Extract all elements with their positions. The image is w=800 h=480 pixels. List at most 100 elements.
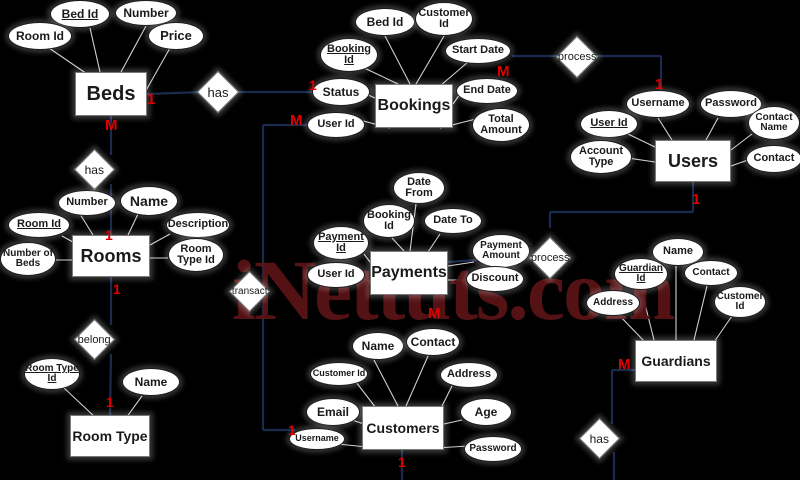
attribute-gd-name[interactable]: Name	[652, 238, 704, 266]
attribute-label: Username	[295, 433, 339, 444]
attribute-label: Email	[316, 404, 349, 419]
edge-l-us-accounttype	[627, 157, 656, 163]
attribute-pm-datefrom[interactable]: Date From	[393, 172, 445, 204]
entity-rooms[interactable]: Rooms	[72, 235, 150, 277]
entity-customers[interactable]: Customers	[362, 406, 444, 450]
attribute-label: Bed Id	[366, 14, 404, 29]
attribute-bk-bookingid[interactable]: Booking Id	[320, 38, 378, 72]
cardinality-c-roomtype-1: 1	[106, 394, 114, 410]
attribute-label: Password	[469, 442, 517, 454]
attribute-cs-age[interactable]: Age	[460, 398, 512, 426]
entity-bookings[interactable]: Bookings	[375, 84, 453, 128]
edge-l-pm-bookingid	[391, 237, 405, 252]
edge-l-us-username	[657, 117, 673, 141]
cardinality-c-rooms-1top: 1	[105, 227, 113, 243]
attribute-label: Date To	[433, 214, 473, 227]
attribute-label: Status	[322, 84, 360, 99]
attribute-us-contact[interactable]: Contact	[746, 145, 800, 173]
edge-l-cs-age	[443, 419, 463, 425]
entity-label: Guardians	[641, 353, 711, 369]
relationship-label: transact	[231, 286, 268, 298]
attribute-pm-paymentid[interactable]: Payment Id	[313, 226, 369, 260]
attribute-bk-userid[interactable]: User Id	[307, 112, 365, 138]
attribute-rm-number[interactable]: Number	[58, 190, 116, 216]
entity-beds[interactable]: Beds	[75, 72, 147, 116]
attribute-cs-address[interactable]: Address	[440, 362, 498, 388]
attribute-rm-name[interactable]: Name	[120, 186, 178, 216]
edge-l-belong-roomtype	[108, 353, 113, 416]
attribute-bk-totalamount[interactable]: Total Amount	[472, 108, 530, 142]
edge-l-gd-guardianid	[640, 287, 655, 341]
attribute-cs-email[interactable]: Email	[306, 398, 360, 426]
cardinality-c-startdate-M: M	[497, 63, 510, 80]
attribute-label: Contact	[692, 266, 730, 278]
attribute-gd-guardianid[interactable]: Guardian Id	[614, 258, 668, 290]
attribute-label: User Id	[317, 268, 355, 281]
edge-l-rm-number	[79, 213, 94, 236]
attribute-beds-number[interactable]: Number	[115, 0, 177, 26]
edge-l-cs-name	[373, 359, 399, 407]
relationship-label: belong	[77, 333, 112, 346]
attribute-beds-bedid[interactable]: Bed Id	[50, 0, 110, 28]
entity-label: Beds	[86, 82, 136, 105]
attribute-bk-status[interactable]: Status	[312, 78, 370, 106]
attribute-label: Contact	[410, 334, 456, 349]
attribute-us-contactname[interactable]: Contact Name	[748, 106, 800, 140]
edge-l-us-contact	[730, 159, 749, 167]
attribute-label: Room Type Id	[25, 362, 79, 384]
entity-users[interactable]: Users	[655, 140, 731, 182]
entity-payments[interactable]: Payments	[370, 251, 448, 295]
attribute-cs-name[interactable]: Name	[352, 332, 404, 360]
attribute-cs-contact[interactable]: Contact	[406, 328, 460, 356]
attribute-pm-bookingid[interactable]: Booking Id	[363, 204, 415, 238]
edge-l-bk-custid	[415, 35, 445, 85]
attribute-rm-description[interactable]: Description	[166, 212, 230, 238]
cardinality-c-rooms-1bot: 1	[113, 281, 121, 297]
attribute-cs-password[interactable]: Password	[464, 436, 522, 462]
attribute-rm-numberofbeds[interactable]: Number of Beds	[0, 242, 56, 276]
attribute-bk-bedid[interactable]: Bed Id	[355, 8, 415, 36]
attribute-label: Name	[134, 374, 168, 389]
attribute-us-userid[interactable]: User Id	[580, 110, 638, 138]
attribute-bk-customerid[interactable]: Customer Id	[415, 2, 473, 36]
attribute-bk-startdate[interactable]: Start Date	[445, 38, 511, 64]
attribute-rm-roomid[interactable]: Room Id	[8, 212, 70, 238]
edge-l-pm-dateto	[427, 233, 441, 253]
relationship-label: process	[557, 51, 597, 63]
entity-guardians[interactable]: Guardians	[635, 340, 717, 382]
attribute-label: Description	[167, 218, 229, 231]
attribute-pm-paymentamount[interactable]: Payment Amount	[472, 234, 530, 268]
attribute-label: Name	[663, 245, 693, 258]
edge-l-pm-amount	[447, 261, 475, 267]
attribute-cs-customerid[interactable]: Customer Id	[310, 362, 368, 386]
edge-l-bk-bedid	[384, 35, 411, 85]
attribute-pm-userid[interactable]: User Id	[307, 262, 365, 288]
cardinality-c-payments-M: M	[428, 305, 441, 322]
entity-label: Customers	[366, 420, 440, 436]
attribute-rt-roomtypeid[interactable]: Room Type Id	[24, 358, 80, 390]
attribute-bk-enddate[interactable]: End Date	[456, 78, 518, 104]
attribute-us-username[interactable]: Username	[626, 90, 690, 118]
relationship-label: has	[207, 84, 229, 100]
attribute-us-accounttype[interactable]: Account Type	[570, 140, 632, 174]
attribute-gd-contact[interactable]: Contact	[684, 260, 738, 286]
edge-l-beds-bedid	[89, 27, 101, 73]
attribute-gd-address[interactable]: Address	[586, 290, 640, 316]
attribute-gd-customerid[interactable]: Customer Id	[714, 286, 766, 318]
attribute-rm-roomtypeid[interactable]: Room Type Id	[168, 238, 224, 272]
cardinality-c-customers-1l: 1	[288, 422, 296, 438]
attribute-cs-username[interactable]: Username	[289, 428, 345, 450]
edge-l-bk-bookingid	[359, 65, 399, 85]
edge-l-us-userid	[627, 133, 658, 149]
attribute-pm-dateto[interactable]: Date To	[424, 208, 482, 234]
attribute-rt-name[interactable]: Name	[122, 368, 180, 396]
attribute-beds-price[interactable]: Price	[148, 22, 204, 50]
attribute-pm-discount[interactable]: Discount	[466, 266, 524, 292]
attribute-beds-roomid[interactable]: Room Id	[8, 22, 72, 50]
relationship-label: has	[589, 431, 610, 446]
entity-roomtype[interactable]: Room Type	[70, 415, 150, 457]
edge-l-beds-number	[120, 25, 147, 73]
attribute-label: Date From	[405, 175, 433, 199]
edge-l-cs-contact	[405, 355, 429, 407]
